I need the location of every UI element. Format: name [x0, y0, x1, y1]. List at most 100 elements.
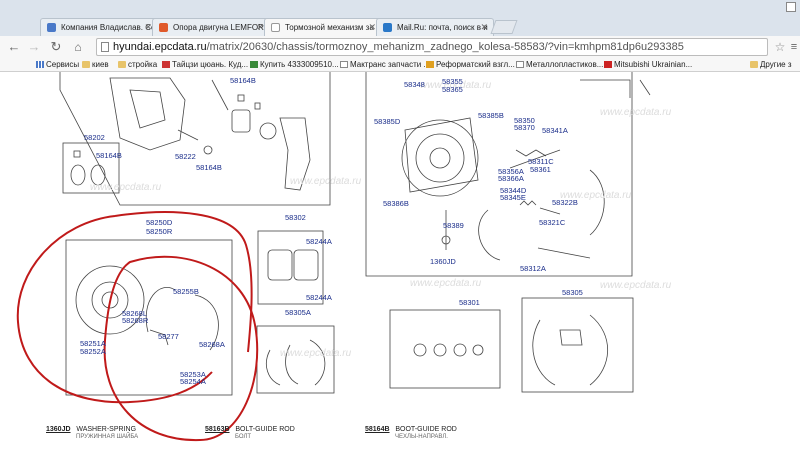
close-tab-icon[interactable]: ✕	[144, 22, 152, 32]
part-label-58244a[interactable]: 58244A	[306, 293, 332, 302]
bookmark-maktrans[interactable]: Мактранс запчасти ...	[340, 60, 430, 69]
address-bar[interactable]: hyundai.epcdata.ru/matrix/20630/chassis/…	[96, 38, 768, 56]
folder-icon	[118, 61, 126, 68]
part-label-58385d[interactable]: 58385D	[374, 117, 401, 126]
watermark: www.epcdata.ru	[90, 182, 162, 193]
part-label-58222[interactable]: 58222	[175, 152, 196, 161]
part-name-ru: ПРУЖИННАЯ ШАЙБА	[76, 434, 139, 440]
home-icon[interactable]: ⌂	[74, 40, 82, 54]
brake-diagram	[16, 72, 651, 442]
bookmark-reformatsky[interactable]: Реформатский взгл...	[426, 60, 515, 69]
part-label-58356a[interactable]: 58356A	[498, 167, 524, 176]
bookmark-star-icon[interactable]: ☆	[774, 40, 786, 54]
part-label-58386b[interactable]: 58386B	[383, 199, 409, 208]
tab-tormoznoy-active[interactable]: Тормозной механизм за ✕	[264, 18, 382, 36]
part-label-58250d[interactable]: 58250D	[146, 218, 173, 227]
window-maximize-icon[interactable]	[786, 2, 796, 12]
part-label-58311c[interactable]: 58311C	[528, 157, 554, 166]
bookmark-label: Mitsubishi Ukrainian...	[614, 60, 693, 69]
part-label-58268r[interactable]: 58268R	[122, 316, 149, 325]
bookmark-kupit[interactable]: Купить 4333009510...	[250, 60, 339, 69]
part-label-58164b[interactable]: 58164B	[196, 163, 222, 172]
part-name: BOLT-GUIDE ROD	[235, 426, 295, 433]
folder-icon	[82, 61, 90, 68]
bookmark-label: Реформатский взгл...	[436, 60, 515, 69]
part-label-58348[interactable]: 58348	[404, 80, 425, 89]
apps-icon	[36, 61, 44, 68]
part-label-58344d[interactable]: 58344D	[500, 186, 527, 195]
part-label-58370[interactable]: 58370	[514, 123, 535, 132]
close-tab-icon[interactable]: ✕	[368, 22, 376, 32]
watermark: www.epcdata.ru	[410, 278, 482, 289]
part-label-58321c[interactable]: 58321C	[539, 218, 566, 227]
tab-bar: Компания Владислав. Се ✕ Опора двигуна L…	[0, 0, 800, 36]
bookmark-stroyka[interactable]: стройка	[118, 60, 157, 69]
part-label-58345e[interactable]: 58345E	[500, 193, 526, 202]
tab-label: Mail.Ru: почта, поиск в и	[397, 23, 488, 32]
parts-list-item[interactable]: 58163B BOLT-GUIDE ROD БОЛТ	[205, 426, 295, 440]
part-label-58268l[interactable]: 58268L	[122, 309, 148, 318]
part-label-58366a[interactable]: 58366A	[498, 174, 524, 183]
tab-mailru[interactable]: Mail.Ru: почта, поиск в и ✕	[376, 18, 494, 36]
part-label-58361[interactable]: 58361	[530, 165, 551, 174]
part-label-58277[interactable]: 58277	[158, 332, 179, 341]
part-label-58312a[interactable]: 58312A	[520, 264, 546, 273]
site-favicon-icon	[47, 23, 56, 32]
part-label-58164b[interactable]: 58164B	[230, 76, 256, 85]
part-label-58250r[interactable]: 58250R	[146, 227, 173, 236]
part-label-58244a[interactable]: 58244A	[306, 237, 332, 246]
close-tab-icon[interactable]: ✕	[256, 22, 264, 32]
part-label-58252a[interactable]: 58252A	[80, 347, 106, 356]
part-label-58350[interactable]: 58350	[514, 116, 535, 125]
forward-arrow-icon[interactable]: →	[27, 39, 41, 54]
part-label-1360jd[interactable]: 1360JD	[430, 257, 456, 266]
part-label-58322b[interactable]: 58322B	[552, 198, 578, 207]
bookmark-label: Другие з	[760, 60, 792, 69]
part-code[interactable]: 58163B	[205, 426, 230, 433]
part-label-58254a[interactable]: 58254A	[180, 377, 206, 386]
part-label-58202[interactable]: 58202	[84, 133, 105, 142]
bookmark-kiev[interactable]: киев	[82, 60, 109, 69]
part-label-58164b[interactable]: 58164B	[96, 151, 122, 160]
part-label-58301[interactable]: 58301	[459, 298, 480, 307]
watermark: www.epcdata.ru	[420, 80, 492, 91]
bookmark-metalloplastik[interactable]: Металлопластиков...	[516, 60, 603, 69]
bookmark-mitsubishi[interactable]: Mitsubishi Ukrainian...	[604, 60, 692, 69]
parts-list-item[interactable]: 58164B BOOT-GUIDE ROD ЧЕХЛЫ-НАПРАВЛ.	[365, 426, 457, 440]
bookmark-taychzi[interactable]: Тайцзи цюань. Куд...	[162, 60, 248, 69]
part-label-58305[interactable]: 58305	[562, 288, 583, 297]
part-code[interactable]: 58164B	[365, 426, 390, 433]
close-tab-icon[interactable]: ✕	[480, 22, 488, 32]
page-content: www.epcdata.ru www.epcdata.ru www.epcdat…	[0, 72, 800, 450]
tab-kompaniya[interactable]: Компания Владислав. Се ✕	[40, 18, 158, 36]
part-label-58385b[interactable]: 58385B	[478, 111, 504, 120]
menu-icon[interactable]: ≡	[790, 41, 798, 53]
browser-toolbar: ← → ↻ ⌂ hyundai.epcdata.ru/matrix/20630/…	[0, 36, 800, 58]
part-label-58253a[interactable]: 58253A	[180, 370, 206, 379]
back-arrow-icon[interactable]: ←	[7, 39, 21, 54]
tab-opora[interactable]: Опора двигуна LEMFORD ✕	[152, 18, 270, 36]
part-code[interactable]: 1360JD	[46, 426, 71, 433]
new-tab-button[interactable]	[490, 20, 518, 34]
bookmark-label: Сервисы	[46, 60, 80, 69]
folder-icon	[750, 61, 758, 68]
reload-icon[interactable]: ↻	[50, 39, 62, 54]
bookmark-other[interactable]: Другие з	[750, 60, 792, 69]
tab-label: Компания Владислав. Се	[61, 23, 156, 32]
part-label-58251a[interactable]: 58251A	[80, 339, 106, 348]
part-label-58389[interactable]: 58389	[443, 221, 464, 230]
part-label-58302[interactable]: 58302	[285, 213, 306, 222]
part-label-58341a[interactable]: 58341A	[542, 126, 568, 135]
part-label-58268a[interactable]: 58268A	[199, 340, 225, 349]
page-icon	[340, 61, 348, 68]
parts-list-item[interactable]: 1360JD WASHER-SPRING ПРУЖИННАЯ ШАЙБА	[46, 426, 138, 440]
part-label-58355[interactable]: 58355	[442, 77, 463, 86]
part-name-ru: БОЛТ	[235, 434, 252, 440]
page-icon	[426, 61, 434, 68]
part-name: BOOT-GUIDE ROD	[395, 426, 457, 433]
bookmark-servisy[interactable]: Сервисы	[36, 60, 79, 69]
page-icon	[516, 61, 524, 68]
part-label-58305a[interactable]: 58305A	[285, 308, 311, 317]
part-label-58255b[interactable]: 58255B	[173, 287, 199, 296]
part-label-58365[interactable]: 58365	[442, 85, 463, 94]
